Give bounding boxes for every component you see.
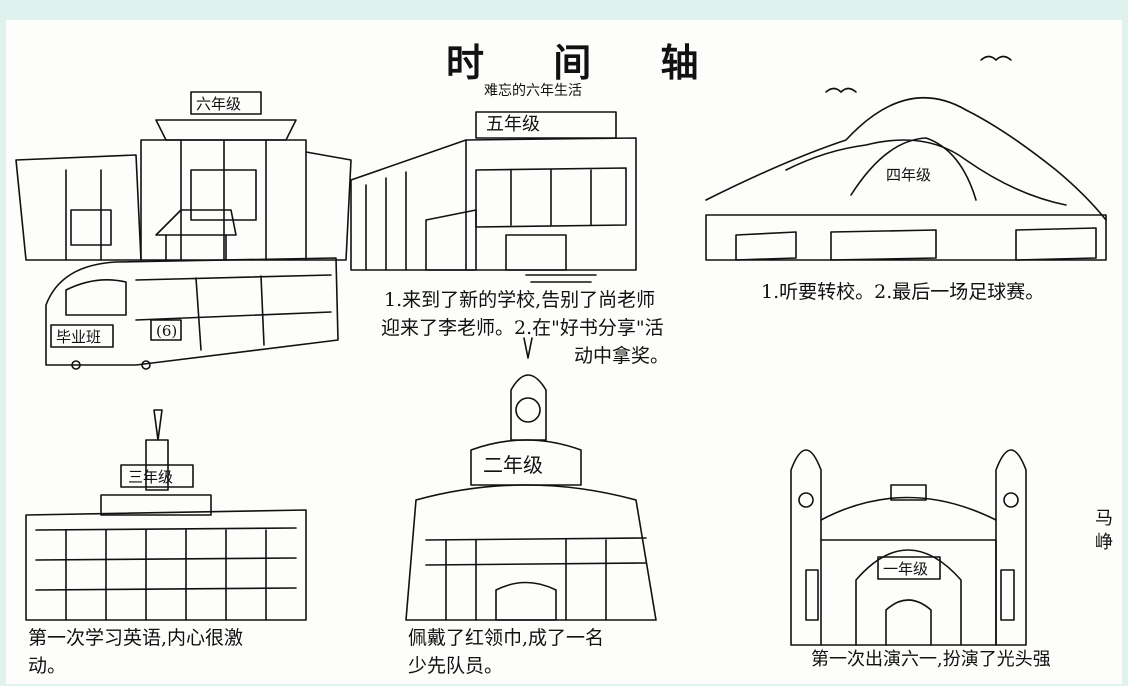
grade1-sign: 一年级 xyxy=(883,560,928,578)
grade1-caption: 第一次出演六一,扮演了光头强 xyxy=(811,649,1051,670)
train-sign: 毕业班 xyxy=(56,328,101,346)
grade3-sign: 三年级 xyxy=(128,468,173,486)
signature-char1: 马 xyxy=(1095,508,1113,529)
train-number: (6) xyxy=(156,322,177,340)
grade4-caption: 1.听要转校。2.最后一场足球赛。 xyxy=(761,281,1045,303)
grade2-building-sketch xyxy=(405,337,657,621)
grade5-caption-line2: 迎来了李老师。2.在"好书分享"活 xyxy=(381,317,664,339)
train-sketch xyxy=(45,257,339,370)
grade6-building-sketch xyxy=(15,91,352,261)
grade4-sign: 四年级 xyxy=(886,166,931,184)
sketch-illustrations: 六年级 毕业班 (6) 五年级 四年级 三年级 二年级 一年级 xyxy=(15,55,1107,646)
grade6-sign: 六年级 xyxy=(196,95,241,113)
page-subtitle: 难忘的六年生活 xyxy=(484,83,582,99)
page-title: 时 间 轴 xyxy=(446,40,727,85)
grade2-sign: 二年级 xyxy=(483,453,543,477)
grade4-stadium-sketch xyxy=(705,55,1107,261)
grade3-caption-line2: 动。 xyxy=(28,655,67,677)
grade2-caption-line2: 少先队员。 xyxy=(408,655,504,677)
grade3-building-sketch xyxy=(25,409,307,621)
grade1-building-sketch xyxy=(790,449,1027,646)
signature-char2: 峥 xyxy=(1095,532,1113,553)
grade5-building-sketch xyxy=(350,111,637,283)
grade5-caption-line1: 1.来到了新的学校,告别了尚老师 xyxy=(384,289,656,311)
grade3-caption-line1: 第一次学习英语,内心很激 xyxy=(28,627,244,649)
grade2-caption-line1: 佩戴了红领巾,成了一名 xyxy=(408,627,605,649)
drawing-sheet: 六年级 毕业班 (6) 五年级 四年级 三年级 二年级 一年级 时 间 轴 难忘… xyxy=(6,20,1122,684)
grade5-caption-line3: 动中拿奖。 xyxy=(574,345,670,367)
grade5-sign: 五年级 xyxy=(486,114,540,135)
